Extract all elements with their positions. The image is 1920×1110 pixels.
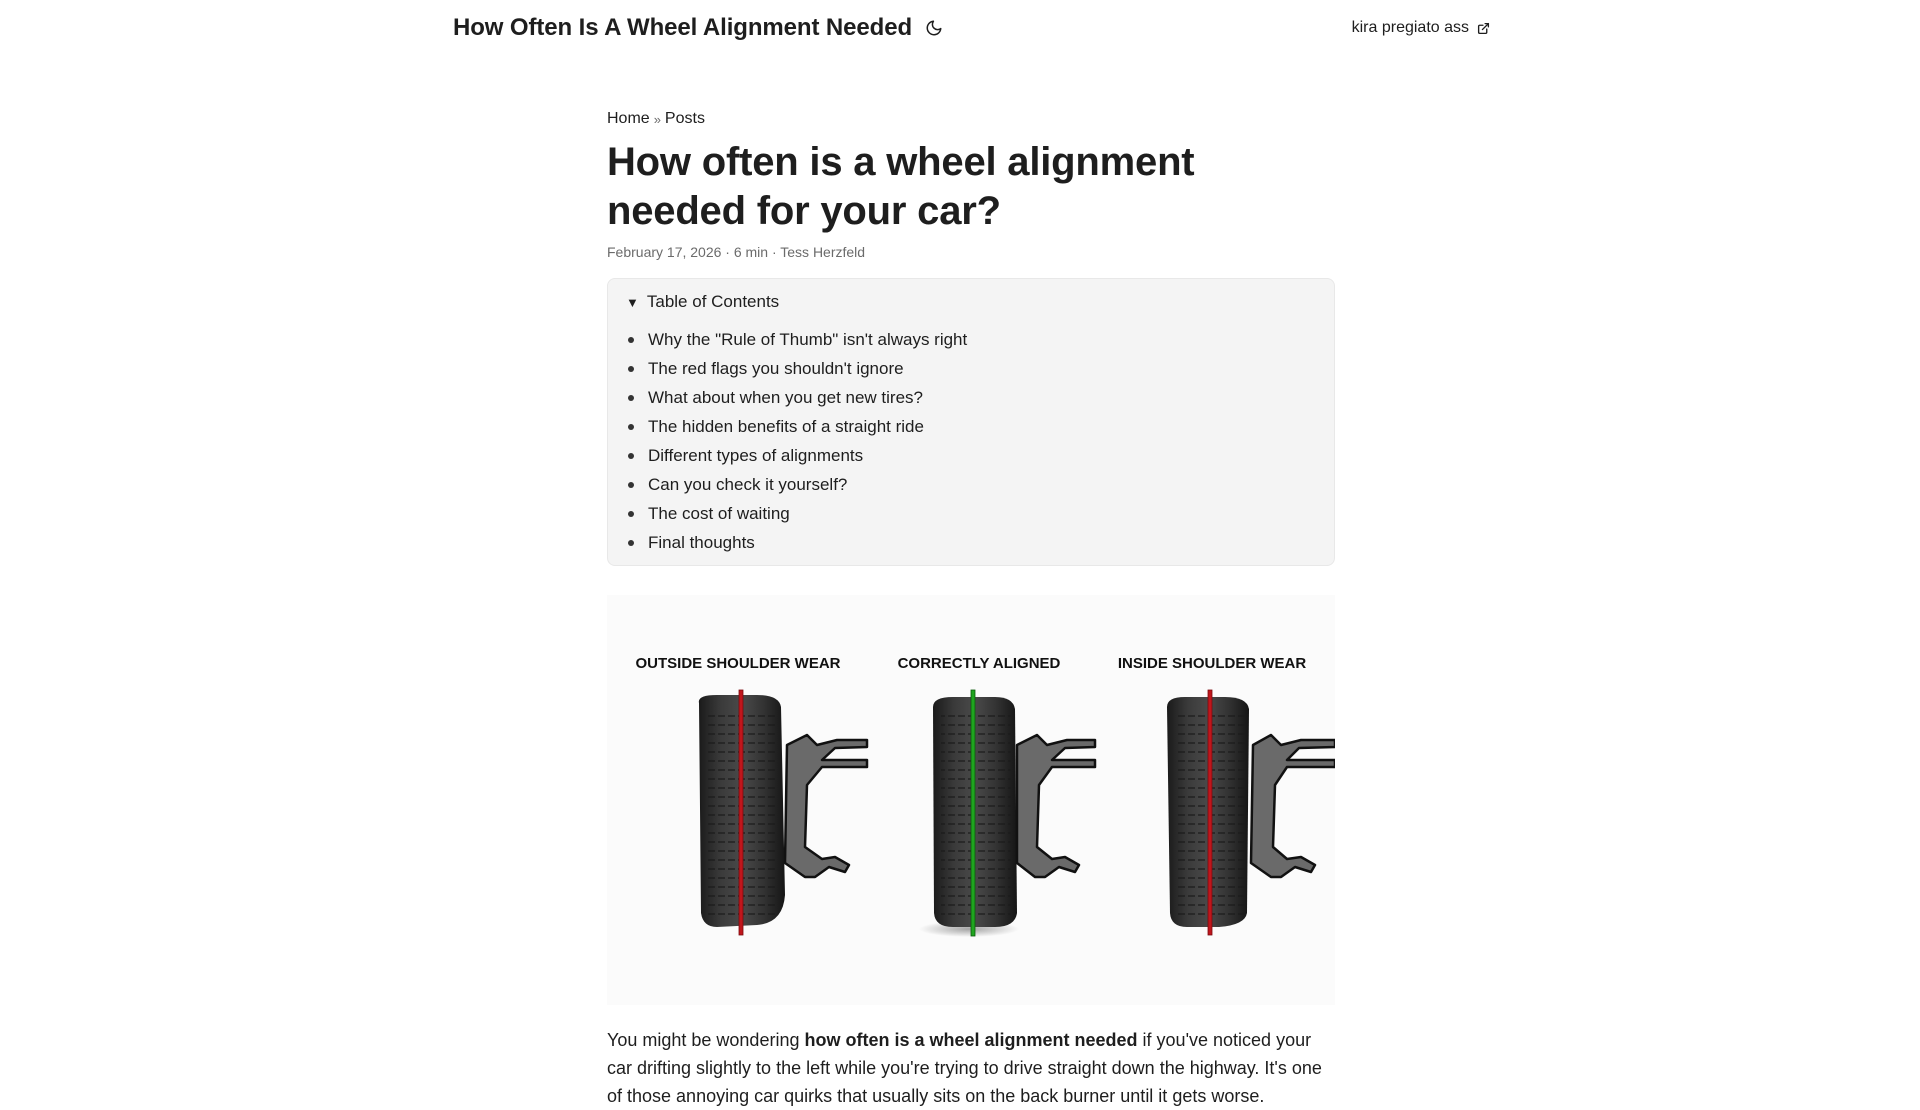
bullet-icon [628,452,634,459]
intro-keyword: how often is a wheel alignment needed [804,1030,1138,1050]
bullet-icon [628,539,634,546]
toc-link[interactable]: The cost of waiting [648,503,790,523]
breadcrumb: Home » Posts [607,110,1335,128]
nav-external-link[interactable]: kira pregiato ass [1352,19,1490,37]
toc-item: What about when you get new tires? [626,383,1316,412]
site-title-link[interactable]: How Often Is A Wheel Alignment Needed [453,14,913,41]
toc-title: Table of Contents [646,292,780,311]
article-body: You might be wondering how often is a wh… [607,1026,1335,1110]
figure-label-inside: INSIDE SHOULDER WEAR [1118,655,1307,672]
post-header: Home » Posts How often is a wheel alignm… [607,110,1335,260]
bullet-icon [628,394,634,401]
bullet-icon [628,423,634,430]
triangle-down-icon: ▼ [626,294,639,310]
intro-paragraph: You might be wondering how often is a wh… [607,1026,1335,1110]
bullet-icon [628,510,634,517]
breadcrumb-separator: » [653,111,661,127]
toc-item: Why the "Rule of Thumb" isn't always rig… [626,325,1316,354]
toc-item: The cost of waiting [626,499,1316,528]
toc-link[interactable]: Different types of alignments [648,445,864,465]
external-link-icon [1477,22,1490,34]
logo-group: How Often Is A Wheel Alignment Needed [453,14,944,42]
post-meta: February 17, 2026 · 6 min · Tess Herzfel… [607,244,866,260]
bullet-icon [628,365,634,372]
toc-link[interactable]: The red flags you shouldn't ignore [648,358,904,378]
toc-link[interactable]: The hidden benefits of a straight ride [648,416,924,436]
toc-item: Final thoughts [626,528,1316,557]
tire-correctly-aligned [919,689,1097,937]
toc-item: The hidden benefits of a straight ride [626,412,1316,441]
toc-link[interactable]: Final thoughts [648,532,755,552]
figure-label-correct: CORRECTLY ALIGNED [898,655,1061,672]
bullet-icon [628,481,634,488]
table-of-contents: ▼ Table of Contents Why the "Rule of Thu… [607,278,1335,566]
figure-label-outside: OUTSIDE SHOULDER WEAR [635,655,840,672]
intro-text-start: You might be wondering [607,1030,805,1050]
tire-outside-wear [698,689,869,936]
toc-link[interactable]: Can you check it yourself? [648,474,848,494]
toc-toggle[interactable]: ▼ Table of Contents [626,291,1316,313]
breadcrumb-posts[interactable]: Posts [664,110,705,127]
toc-list: Why the "Rule of Thumb" isn't always rig… [626,325,1316,557]
moon-icon[interactable] [924,18,944,38]
bullet-icon [628,336,634,343]
toc-item: The red flags you shouldn't ignore [626,354,1316,383]
toc-item: Can you check it yourself? [626,470,1316,499]
toc-item: Different types of alignments [626,441,1316,470]
nav-link-label: kira pregiato ass [1351,19,1469,36]
breadcrumb-home[interactable]: Home [607,110,650,127]
toc-link[interactable]: What about when you get new tires? [648,387,923,407]
wheel-alignment-diagram: OUTSIDE SHOULDER WEAR CORRECTLY ALIGNED … [607,595,1335,1005]
page-title: How often is a wheel alignment needed fo… [607,140,1195,233]
site-header: How Often Is A Wheel Alignment Needed ki… [0,0,1920,60]
toc-link[interactable]: Why the "Rule of Thumb" isn't always rig… [648,329,968,349]
tire-inside-wear [1167,689,1335,936]
